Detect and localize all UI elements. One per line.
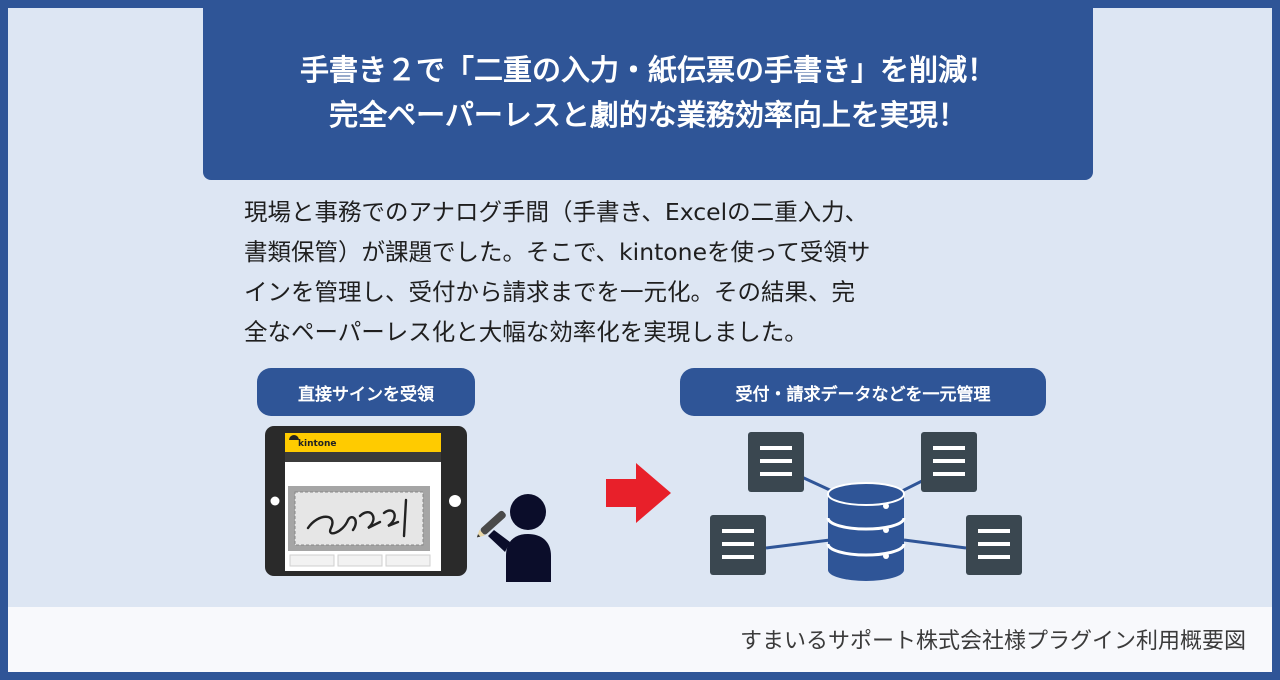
description-line-3: インを管理し、受付から請求までを一元化。その結果、完 — [244, 278, 855, 306]
label-unified-management: 受付・請求データなどを一元管理 — [680, 368, 1046, 416]
description-line-1: 現場と事務でのアナログ手間（手書き、Excelの二重入力、 — [244, 198, 869, 226]
description-text: 現場と事務でのアナログ手間（手書き、Excelの二重入力、 書類保管）が課題でし… — [244, 192, 1044, 352]
tablet-icon — [265, 426, 467, 576]
description-line-2: 書類保管）が課題でした。そこで、kintoneを使って受領サ — [244, 238, 871, 266]
title-line-2: 完全ペーパーレスと劇的な業務効率向上を実現！ — [329, 98, 967, 132]
signature-scribble — [306, 498, 408, 538]
database-icon — [826, 482, 906, 581]
kintone-header-bar — [285, 433, 441, 452]
label-direct-signature: 直接サインを受領 — [257, 368, 475, 416]
kintone-logo-text: kintone — [298, 439, 337, 449]
footer-caption: すまいるサポート株式会社様プラグイン利用概要図 — [739, 629, 1246, 654]
footer-bar: すまいるサポート株式会社様プラグイン利用概要図 — [8, 607, 1272, 672]
person-with-pen-icon — [476, 494, 551, 582]
title-banner: 手書き２で「二重の入力・紙伝票の手書き」を削減！ 完全ペーパーレスと劇的な業務効… — [203, 6, 1093, 180]
title-line-1: 手書き２で「二重の入力・紙伝票の手書き」を削減！ — [299, 53, 996, 88]
illustration-area — [265, 426, 1022, 582]
right-arrow-icon — [606, 463, 671, 523]
description-line-4: 全なペーパーレス化と大幅な効率化を実現しました。 — [244, 318, 808, 346]
